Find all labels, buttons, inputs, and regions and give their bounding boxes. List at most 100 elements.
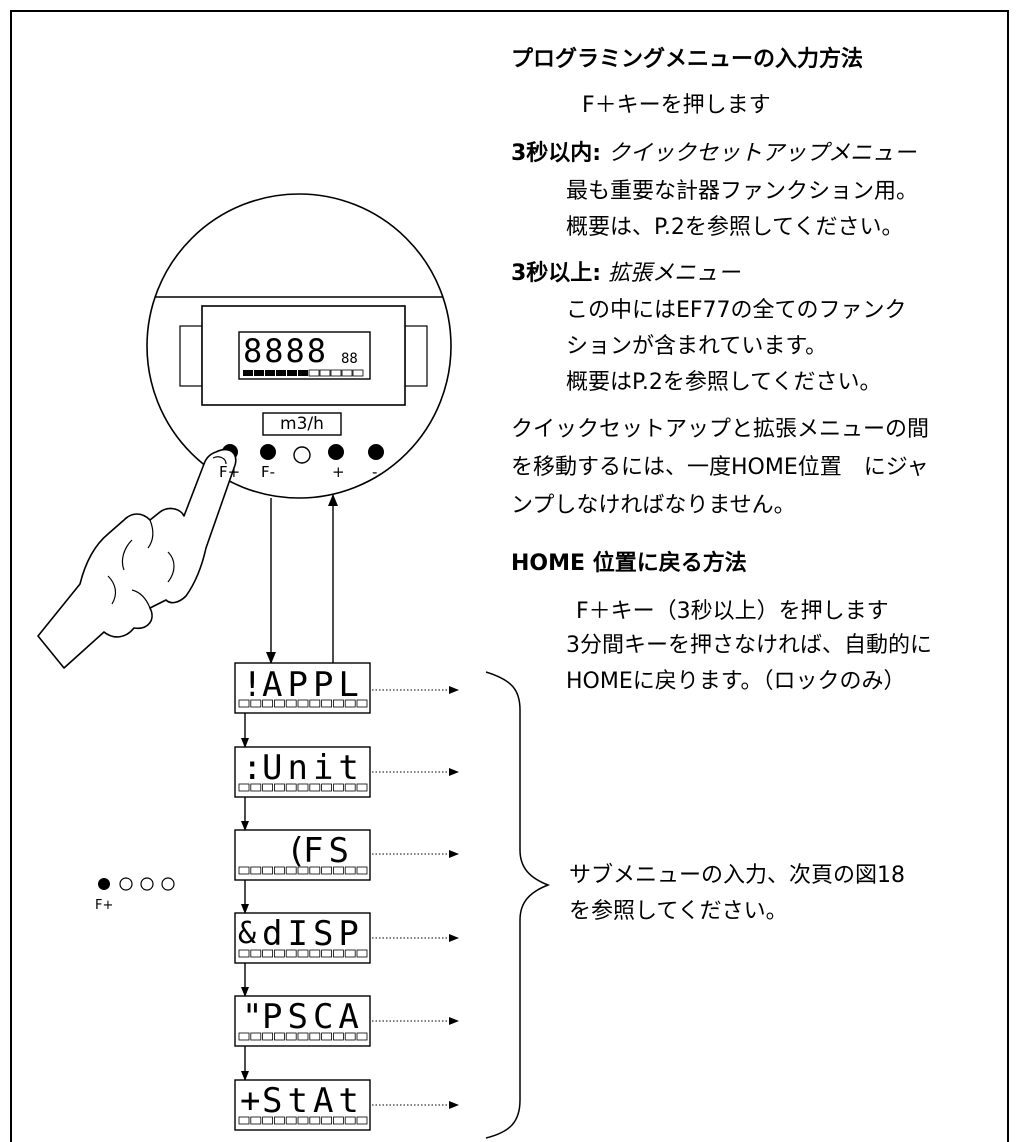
- lcd-digits: 8888: [243, 332, 329, 370]
- over-3s-desc-2: ションが含まれています。: [566, 334, 828, 359]
- key-state-indicator: [98, 877, 175, 891]
- menu-cell: [262, 866, 274, 875]
- menu-cell: [332, 1032, 344, 1041]
- menu-cell: [250, 949, 262, 958]
- menu-stack: [234, 662, 371, 1131]
- menu-cell: [332, 1116, 344, 1125]
- menu-cell: [262, 1116, 274, 1125]
- menu-cell: [273, 783, 285, 792]
- menu-cell: [332, 699, 344, 708]
- menu-code-disp: dISP: [262, 914, 364, 954]
- menu-cell: [321, 1116, 333, 1125]
- menu-cell: [297, 949, 309, 958]
- menu-cell: [262, 699, 274, 708]
- menu-cell: [297, 783, 309, 792]
- menu-code-psca: PSCA: [262, 997, 364, 1037]
- menu-prefix-stat: +: [240, 1081, 266, 1121]
- menu-cell: [297, 1032, 309, 1041]
- over-3s-menu: 拡張メニュー: [608, 261, 741, 286]
- menu-cell: [273, 699, 285, 708]
- menu-code-appl: APPL: [262, 665, 364, 705]
- key-blank[interactable]: [293, 446, 311, 464]
- menu-cell: [309, 866, 321, 875]
- menu-prefix-psca: ": [242, 997, 268, 1037]
- menu-cell: [344, 866, 356, 875]
- menu-cell: [273, 1116, 285, 1125]
- menu-cell: [285, 699, 297, 708]
- menu-cell: [309, 699, 321, 708]
- menu-prefix-appl: !: [242, 665, 268, 705]
- menu-cell: [321, 699, 333, 708]
- submenu-note-2: を参照してください。: [569, 899, 788, 924]
- over-3s-line: 3秒以上: 拡張メニュー: [511, 258, 740, 290]
- over-3s-desc-3: 概要はP.2を参照してください。: [566, 370, 882, 395]
- heading-programming-entry: プログラミングメニューの入力方法: [511, 47, 864, 72]
- within-3s-label: 3秒以内:: [511, 141, 602, 166]
- switch-text-2: を移動するには、一度HOME位置 にジャ: [511, 455, 929, 480]
- menu-prefix-unit: :: [242, 748, 268, 788]
- menu-cell: [356, 866, 368, 875]
- menu-cell: [273, 949, 285, 958]
- submenu-arrows: [372, 686, 459, 1109]
- transmitter-housing: [146, 193, 452, 499]
- key-indicator-label: F+: [95, 898, 114, 913]
- menu-cell: [344, 1032, 356, 1041]
- menu-code-stat: StAt: [262, 1081, 364, 1121]
- menu-cell: [250, 783, 262, 792]
- within-3s-desc-2: 概要は、P.2を参照してください。: [566, 215, 904, 240]
- menu-cell: [285, 1032, 297, 1041]
- menu-cell: [309, 949, 321, 958]
- menu-cell: [273, 1032, 285, 1041]
- key-plus[interactable]: [328, 444, 344, 460]
- lcd-bargraph: [243, 369, 364, 377]
- flow-arrows: [266, 494, 338, 664]
- switch-text-3: ンプしなければなりません。: [511, 493, 796, 518]
- menu-cell: [285, 1116, 297, 1125]
- menu-cell: [344, 699, 356, 708]
- menu-cell: [356, 1032, 368, 1041]
- over-3s-desc-1: この中にはEF77の全てのファンク: [566, 298, 907, 323]
- key-minus[interactable]: [368, 444, 384, 460]
- menu-code-unit: Unit: [262, 748, 364, 788]
- menu-cell: [332, 949, 344, 958]
- menu-cell: [356, 699, 368, 708]
- within-3s-desc-1: 最も重要な計器ファンクション用。: [566, 179, 919, 204]
- menu-cell: [238, 866, 250, 875]
- home-text-2: 3分間キーを押さなければ、自動的に: [566, 633, 932, 658]
- menu-cell: [321, 783, 333, 792]
- menu-cell: [297, 699, 309, 708]
- key-f-minus[interactable]: [260, 444, 276, 460]
- menu-cell: [309, 783, 321, 792]
- menu-cell: [262, 783, 274, 792]
- menu-cell: [250, 866, 262, 875]
- menu-cell: [332, 783, 344, 792]
- key-label-f-plus: F+: [219, 463, 241, 481]
- menu-cell-strips: [238, 699, 368, 1125]
- menu-cell: [332, 866, 344, 875]
- menu-cell: [238, 699, 250, 708]
- submenu-brace: [485, 671, 551, 1139]
- menu-cell: [344, 949, 356, 958]
- menu-cell: [356, 949, 368, 958]
- menu-cell: [262, 1032, 274, 1041]
- menu-cell: [309, 1032, 321, 1041]
- heading-return-home: HOME 位置に戻る方法: [511, 551, 747, 576]
- within-3s-line: 3秒以内: クイックセットアップメニュー: [511, 138, 916, 170]
- menu-cell: [356, 783, 368, 792]
- menu-cell: [297, 866, 309, 875]
- key-label-f-minus: F-: [261, 463, 276, 481]
- unit-box: [262, 412, 342, 436]
- menu-cell: [321, 866, 333, 875]
- unit-label: m3/h: [280, 414, 324, 434]
- lcd-small-digits: 88: [341, 351, 358, 367]
- menu-cell: [321, 1032, 333, 1041]
- key-label-plus: +: [332, 463, 345, 481]
- menu-cell: [250, 699, 262, 708]
- submenu-note-1: サブメニューの入力、次頁の図18: [569, 863, 905, 888]
- page-frame: [10, 10, 1009, 1142]
- menu-cell: [285, 949, 297, 958]
- home-text-1: F＋キー（3秒以上）を押します: [576, 599, 889, 624]
- menu-cell: [309, 1116, 321, 1125]
- menu-cell: [356, 1116, 368, 1125]
- menu-cell: [238, 1032, 250, 1041]
